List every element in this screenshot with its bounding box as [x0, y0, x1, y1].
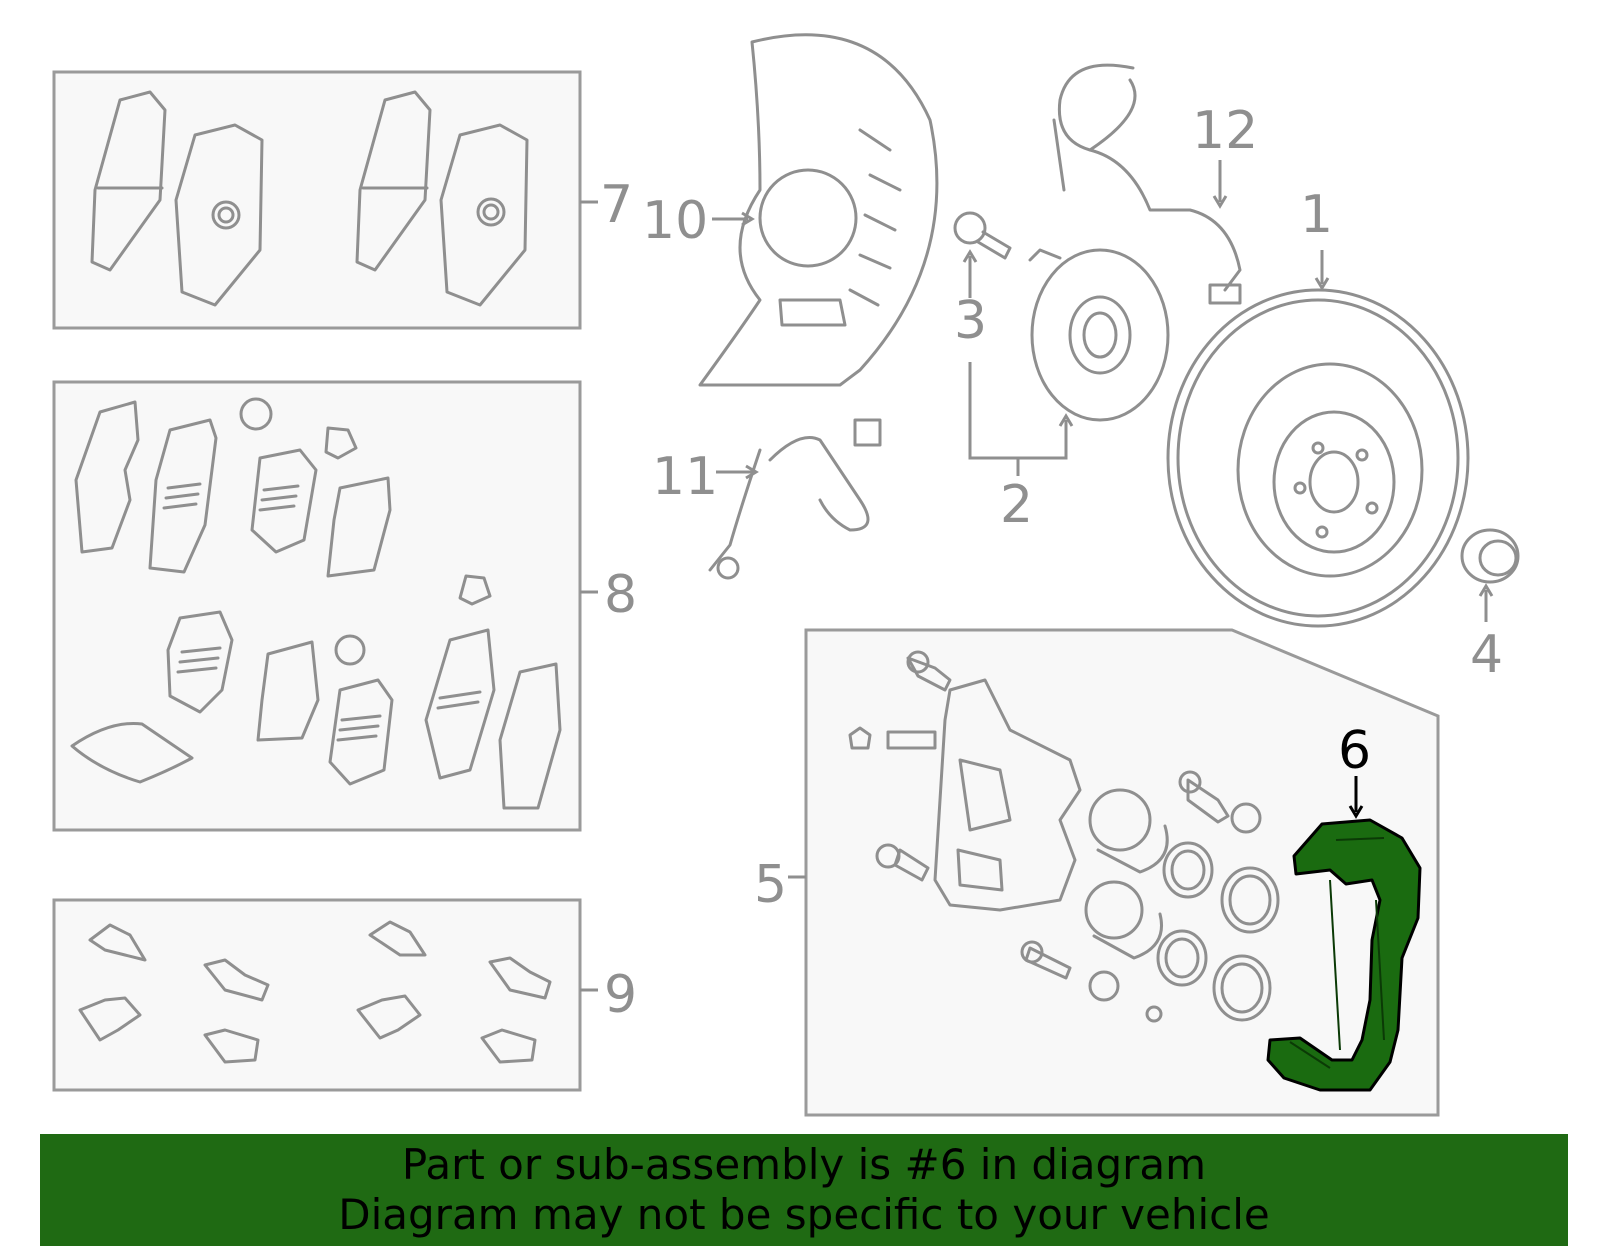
lug-nut	[1460, 528, 1520, 622]
clip-kit-box	[52, 898, 598, 1092]
callout-3: 3	[954, 291, 987, 351]
callout-8: 8	[604, 565, 637, 625]
banner-line-disclaimer: Diagram may not be specific to your vehi…	[338, 1190, 1270, 1239]
caliper-assembly-box	[788, 628, 1440, 1117]
callout-1: 1	[1300, 185, 1333, 245]
abs-sensor	[1052, 63, 1242, 305]
callout-9: 9	[604, 965, 637, 1025]
callout-7: 7	[600, 175, 633, 235]
hub-bolt	[953, 211, 1012, 298]
shim-kit-box	[52, 380, 598, 832]
callout-2: 2	[1000, 475, 1033, 535]
caliper-bracket-highlighted	[1266, 776, 1422, 1092]
callout-6: 6	[1338, 721, 1371, 781]
callout-5: 5	[754, 855, 787, 915]
wheel-hub	[968, 248, 1170, 476]
banner-line-part: Part or sub-assembly is #6 in diagram	[401, 1140, 1207, 1189]
callout-4: 4	[1470, 625, 1503, 685]
info-banner: Part or sub-assembly is #6 in diagram Di…	[40, 1134, 1568, 1246]
dust-shield	[698, 33, 939, 387]
callout-11: 11	[652, 447, 718, 507]
brake-rotor	[1166, 250, 1470, 628]
brake-hose	[708, 418, 882, 580]
callout-12: 12	[1192, 101, 1258, 161]
brake-pad-set-box	[52, 70, 598, 330]
callout-10: 10	[642, 191, 708, 251]
